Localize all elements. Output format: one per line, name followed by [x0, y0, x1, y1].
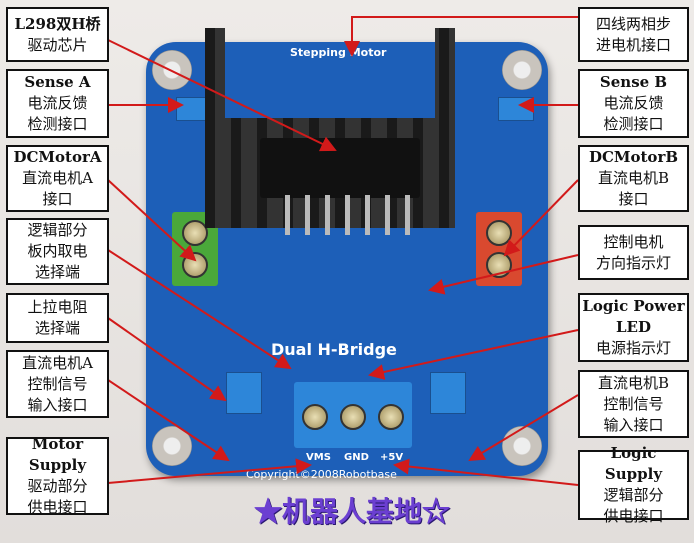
silk-vms: VMS: [306, 452, 331, 463]
label-line: 直流电机B: [597, 373, 670, 392]
label-line: 接口: [42, 190, 73, 208]
label-line: 选择端: [34, 263, 80, 281]
label-line: 直流电机B: [597, 169, 670, 187]
label-line: 逻辑部分: [603, 486, 664, 504]
silk-gnd: GND: [344, 452, 369, 463]
label-line: 控制信号: [27, 374, 88, 393]
label-line: Sense B: [599, 73, 668, 91]
brand-caption: ★机器人基地☆: [253, 495, 450, 528]
silk-5v: +5V: [380, 452, 404, 463]
annotation-label-left: 上拉电阻选择端: [6, 293, 109, 343]
label-line: 控制电机: [603, 232, 664, 251]
label-line: 电源指示灯: [595, 339, 671, 357]
annotation-label-left: 直流电机A 控制信号输入接口: [6, 350, 109, 418]
label-line: 接口: [618, 190, 649, 208]
label-line: 选择端: [34, 319, 80, 337]
label-line: 电流反馈: [603, 94, 664, 112]
annotation-label-left: DCMotorA 直流电机A 接口: [6, 145, 109, 212]
label-line: 直流电机A: [22, 169, 93, 187]
annotation-label-left: Motor Supply 驱动部分供电接口: [6, 435, 109, 516]
annotation-label-right: DCMotorB 直流电机B 接口: [578, 145, 689, 212]
silk-copyright: Copyright©2008Robotbase: [246, 468, 397, 481]
l298-chip: [260, 138, 420, 198]
annotation-label-right: 直流电机B 控制信号输入接口: [578, 370, 689, 438]
label-line: 四线两相步: [595, 14, 671, 33]
label-line: 驱动芯片: [27, 35, 88, 54]
power-terminal: [294, 382, 412, 448]
label-line: 逻辑部分: [27, 221, 88, 239]
label-line: 电流反馈: [27, 94, 88, 112]
annotation-label-right: Logic Supply 逻辑部分供电接口: [578, 444, 689, 525]
label-line: 检测接口: [603, 115, 664, 133]
label-line: 检测接口: [27, 115, 88, 133]
annotation-label-right: 四线两相步进电机接口: [578, 7, 689, 62]
annotation-label-left: L298双H桥驱动芯片: [6, 7, 109, 62]
label-line: DCMotorB: [588, 148, 679, 166]
control-b-jumpers: [430, 372, 466, 414]
label-line: 方向指示灯: [595, 253, 671, 272]
silk-stepping-motor: Stepping Motor: [290, 46, 387, 59]
label-line: L298双H桥: [14, 14, 101, 33]
label-line: DCMotorA: [13, 148, 102, 166]
annotation-label-right: Sense B 电流反馈检测接口: [578, 69, 689, 138]
label-line: Motor Supply: [28, 435, 87, 474]
label-line: 输入接口: [603, 415, 664, 434]
annotation-label-left: 逻辑部分板内取电选择端: [6, 218, 109, 285]
label-line: 供电接口: [603, 507, 664, 525]
annotation-label-right: 控制电机方向指示灯: [578, 225, 689, 280]
annotation-label-left: Sense A 电流反馈检测接口: [6, 69, 109, 138]
label-line: 上拉电阻: [27, 298, 88, 316]
label-line: 驱动部分: [27, 477, 88, 495]
label-line: 输入接口: [27, 395, 88, 414]
silk-title: Dual H-Bridge: [271, 340, 397, 359]
label-line: Logic Power: [582, 297, 685, 315]
label-line: 直流电机A: [22, 353, 93, 372]
label-line: 进电机接口: [595, 35, 671, 54]
label-line: 控制信号: [603, 394, 664, 413]
mount-hole: [502, 50, 542, 90]
label-line: 板内取电: [27, 242, 88, 260]
label-line: 供电接口: [27, 498, 88, 516]
mount-hole: [502, 426, 542, 466]
label-line: Logic Supply: [604, 444, 663, 483]
label-line: LED: [616, 318, 651, 336]
label-line: Sense A: [24, 73, 91, 91]
